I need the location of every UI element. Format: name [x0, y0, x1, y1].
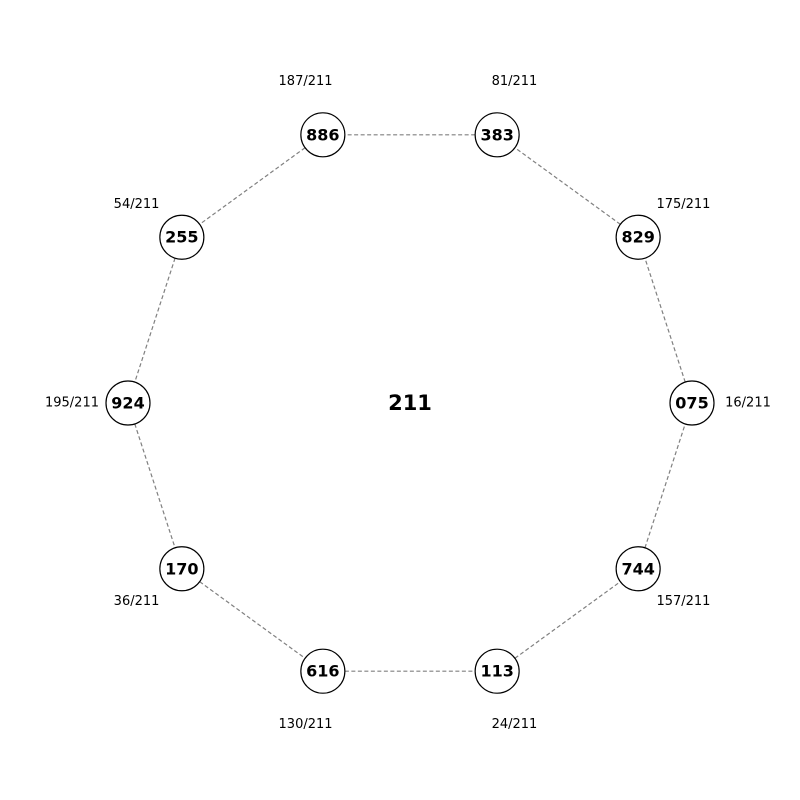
edge-886-255 — [199, 147, 306, 225]
node-label: 383 — [480, 125, 513, 144]
node-circle — [669, 380, 715, 426]
node-label: 886 — [306, 125, 339, 144]
node-label: 113 — [480, 662, 513, 681]
node-label: 744 — [621, 559, 654, 578]
node-circle — [159, 546, 205, 592]
edge-744-075 — [644, 423, 686, 549]
fraction-label: 130/211 — [279, 717, 333, 732]
node-170: 170 36/211 — [114, 546, 205, 609]
fraction-label: 175/211 — [656, 197, 710, 212]
node-circle — [474, 648, 520, 694]
node-circle — [300, 112, 346, 158]
edge-170-616 — [199, 581, 306, 659]
node-circle — [159, 214, 205, 260]
node-circle — [105, 380, 151, 426]
node-924: 924 195/211 — [45, 380, 151, 426]
edges-group — [134, 134, 686, 672]
node-label: 170 — [165, 559, 198, 578]
node-829: 829 175/211 — [615, 197, 710, 260]
edge-924-170 — [134, 423, 176, 549]
edge-255-924 — [134, 257, 176, 383]
fraction-label: 157/211 — [656, 594, 710, 609]
node-circle — [300, 648, 346, 694]
node-075: 075 16/211 — [669, 380, 771, 426]
node-255: 255 54/211 — [114, 197, 205, 260]
node-label: 075 — [675, 394, 708, 413]
fraction-label: 54/211 — [114, 197, 160, 212]
node-label: 829 — [621, 228, 654, 247]
fraction-label: 81/211 — [492, 74, 538, 89]
node-circle — [615, 214, 661, 260]
edge-113-744 — [514, 581, 621, 659]
node-886: 886 187/211 — [279, 74, 346, 158]
node-circle — [474, 112, 520, 158]
node-113: 113 24/211 — [474, 648, 538, 732]
fraction-label: 195/211 — [45, 396, 99, 411]
center-label: 211 — [388, 391, 432, 415]
node-label: 255 — [165, 228, 198, 247]
node-744: 744 157/211 — [615, 546, 710, 609]
node-label: 616 — [306, 662, 339, 681]
nodes-group: 075 16/211 829 175/211 383 81/211 886 187/211 25… — [45, 74, 771, 732]
fraction-label: 187/211 — [279, 74, 333, 89]
fraction-label: 36/211 — [114, 594, 160, 609]
fraction-label: 24/211 — [492, 717, 538, 732]
node-383: 383 81/211 — [474, 74, 538, 158]
node-label: 924 — [111, 394, 144, 413]
edge-075-829 — [644, 257, 686, 383]
node-616: 616 130/211 — [279, 648, 346, 732]
fraction-label: 16/211 — [725, 396, 771, 411]
node-circle — [615, 546, 661, 592]
edge-829-383 — [514, 147, 621, 225]
